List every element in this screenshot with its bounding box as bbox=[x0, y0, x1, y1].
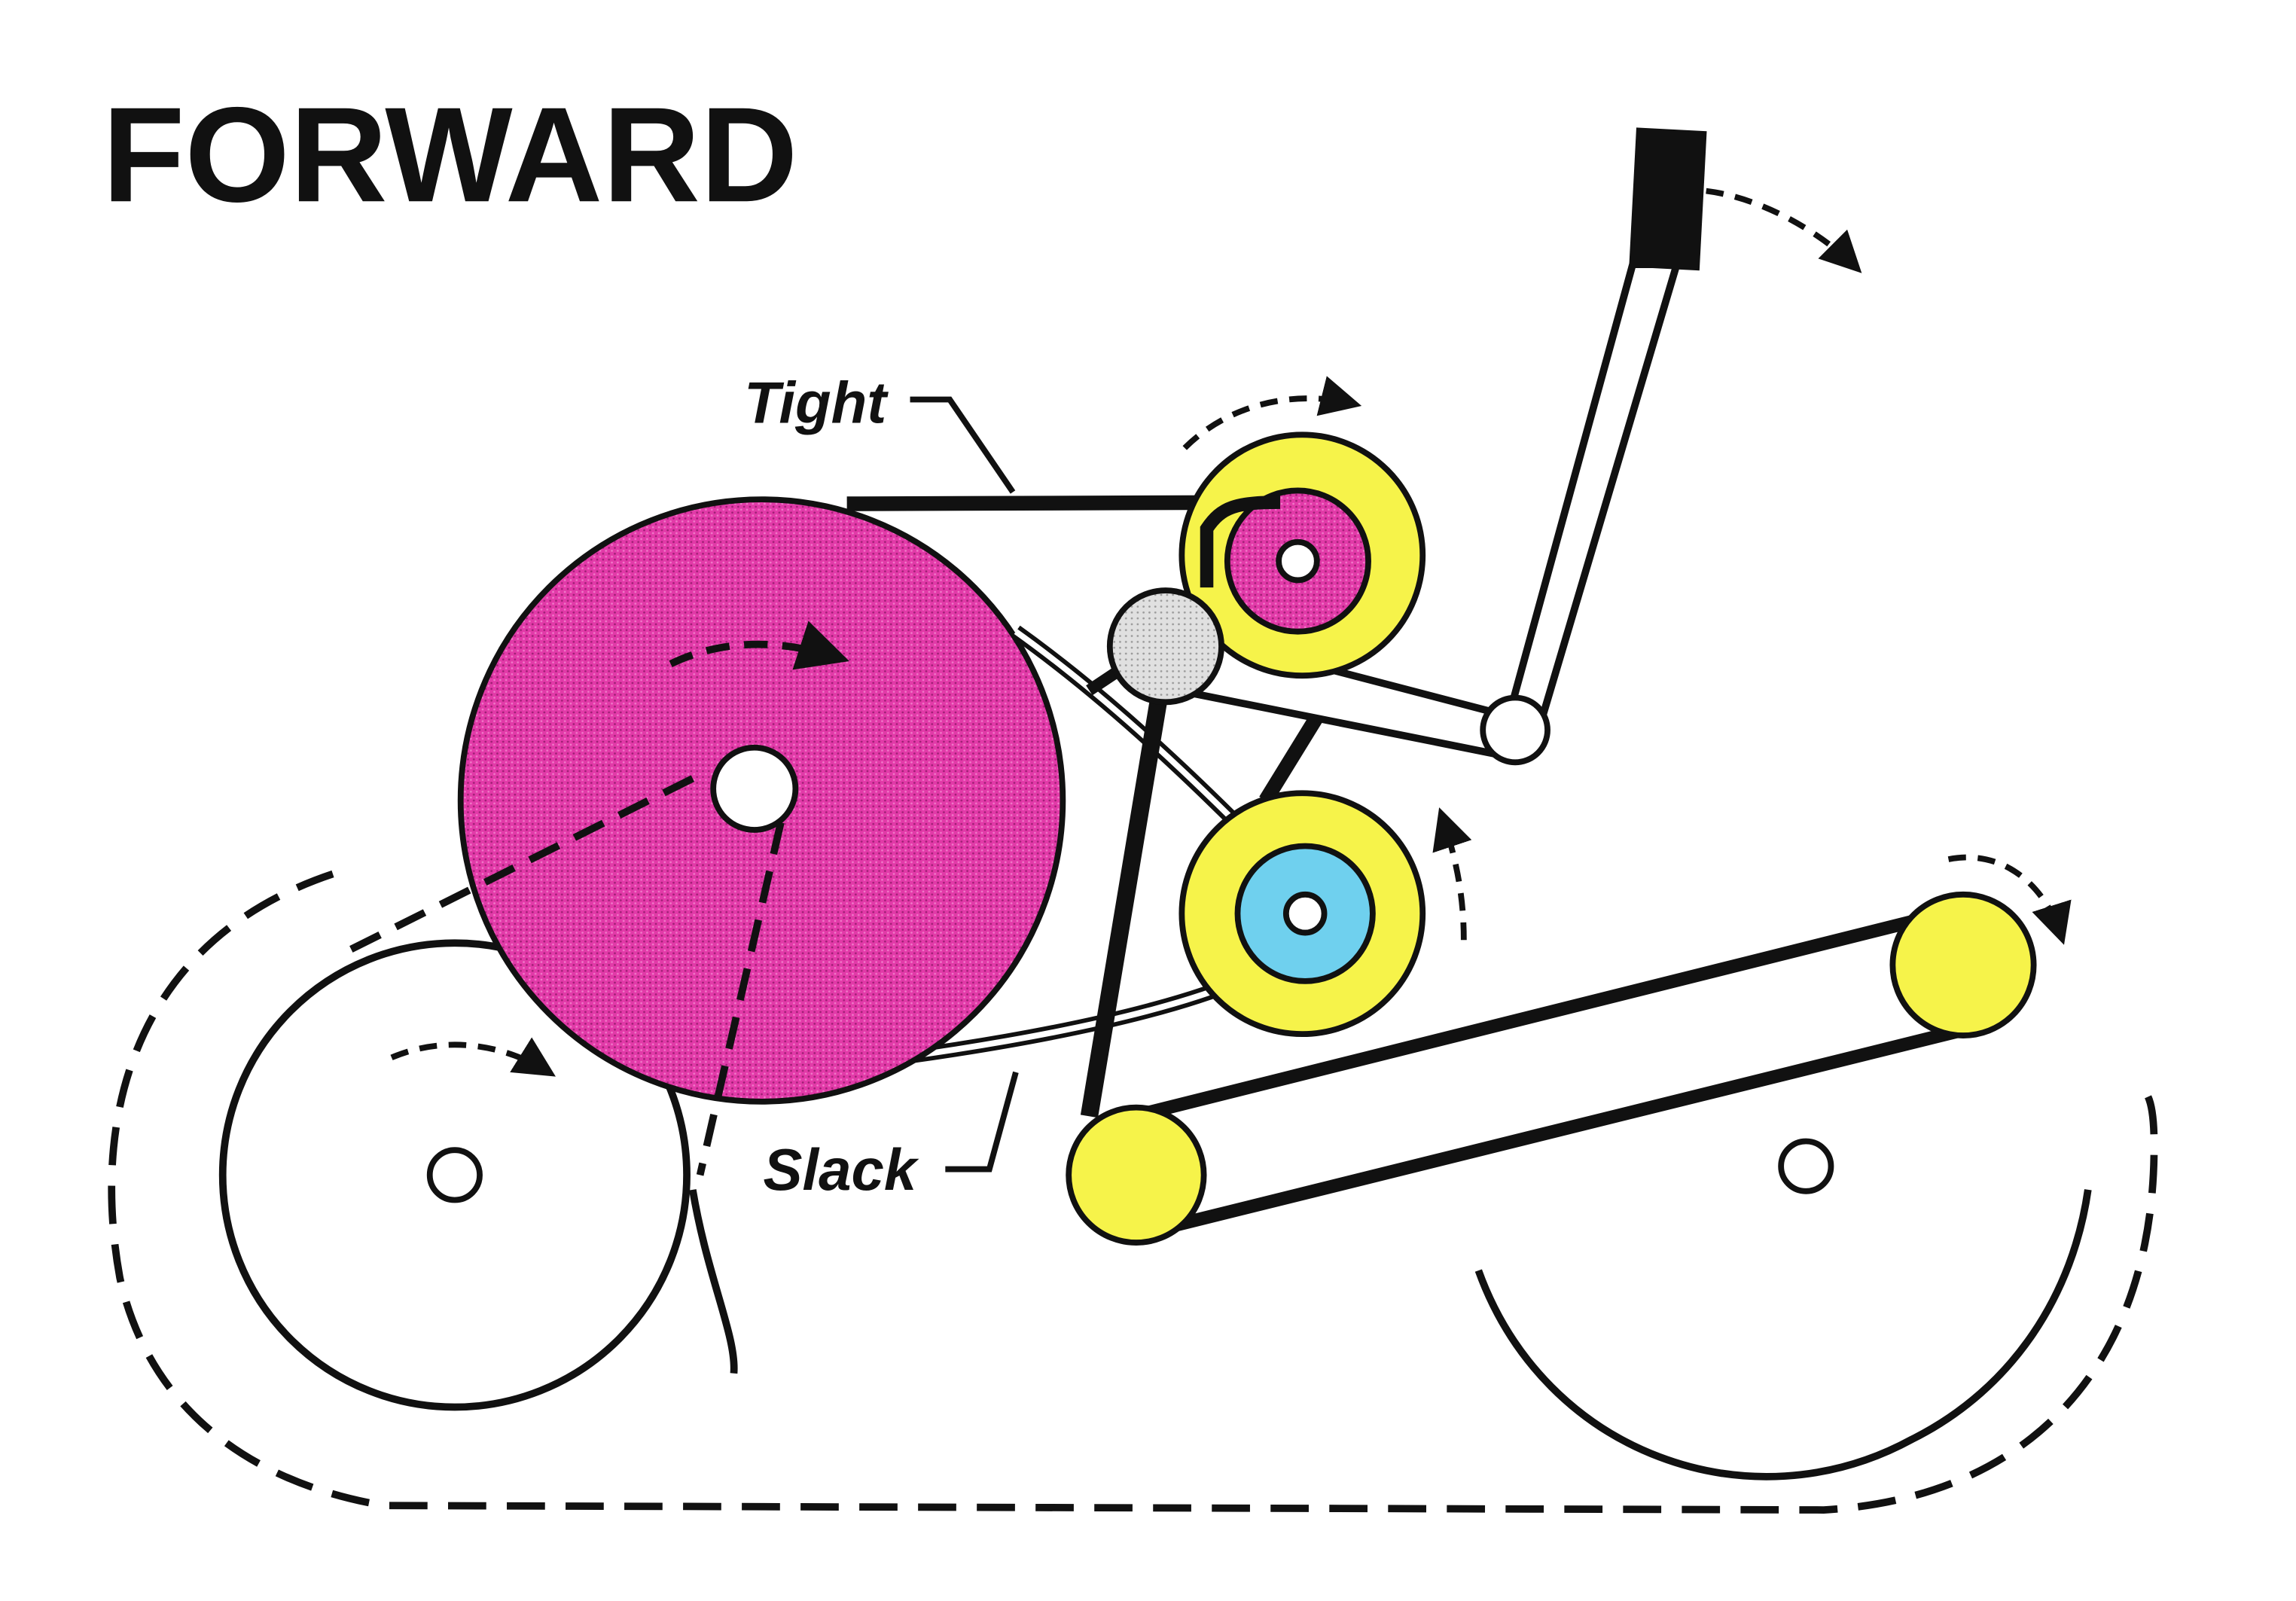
lever-pivot bbox=[1480, 694, 1550, 766]
upper-idler-rotation-arrow bbox=[1182, 376, 1362, 450]
page-title: FORWARD bbox=[102, 80, 798, 230]
track-outline bbox=[108, 870, 2158, 1514]
idler-arm-vertical bbox=[1080, 674, 1172, 1118]
control-lever bbox=[1502, 261, 1682, 724]
tension-idler bbox=[1106, 587, 1224, 706]
lever-motion-arrow bbox=[1706, 188, 1862, 273]
small-yellow-pulley-left bbox=[1066, 1104, 1207, 1246]
small-yellow-pulley-right bbox=[1889, 891, 2037, 1038]
upper-idler-belt bbox=[1200, 496, 1281, 588]
upper-idler-axle bbox=[1276, 538, 1320, 584]
front-wheel-axle bbox=[426, 1147, 483, 1203]
lower-idler-rotation-arrow bbox=[1432, 807, 1472, 941]
control-lever-grip bbox=[1629, 127, 1707, 271]
traction-belt bbox=[1131, 904, 1972, 1240]
slack-label: Slack bbox=[763, 1136, 919, 1203]
rear-wheel-axle bbox=[1778, 1138, 1834, 1194]
front-wheel-outer-arc bbox=[689, 1189, 738, 1374]
rear-pulley-rotation-arrow bbox=[1947, 854, 2072, 945]
tight-label: Tight bbox=[744, 370, 889, 436]
drive-pulley-rotation-arrow bbox=[669, 621, 849, 670]
drive-pulley-hub bbox=[710, 744, 799, 833]
slack-leader-line bbox=[945, 1071, 1019, 1173]
rear-wheel bbox=[1474, 1189, 2092, 1481]
lower-idler-axle bbox=[1282, 891, 1328, 936]
drive-pulley-dashed-arm bbox=[338, 775, 785, 1176]
tight-leader-line bbox=[910, 396, 1016, 494]
